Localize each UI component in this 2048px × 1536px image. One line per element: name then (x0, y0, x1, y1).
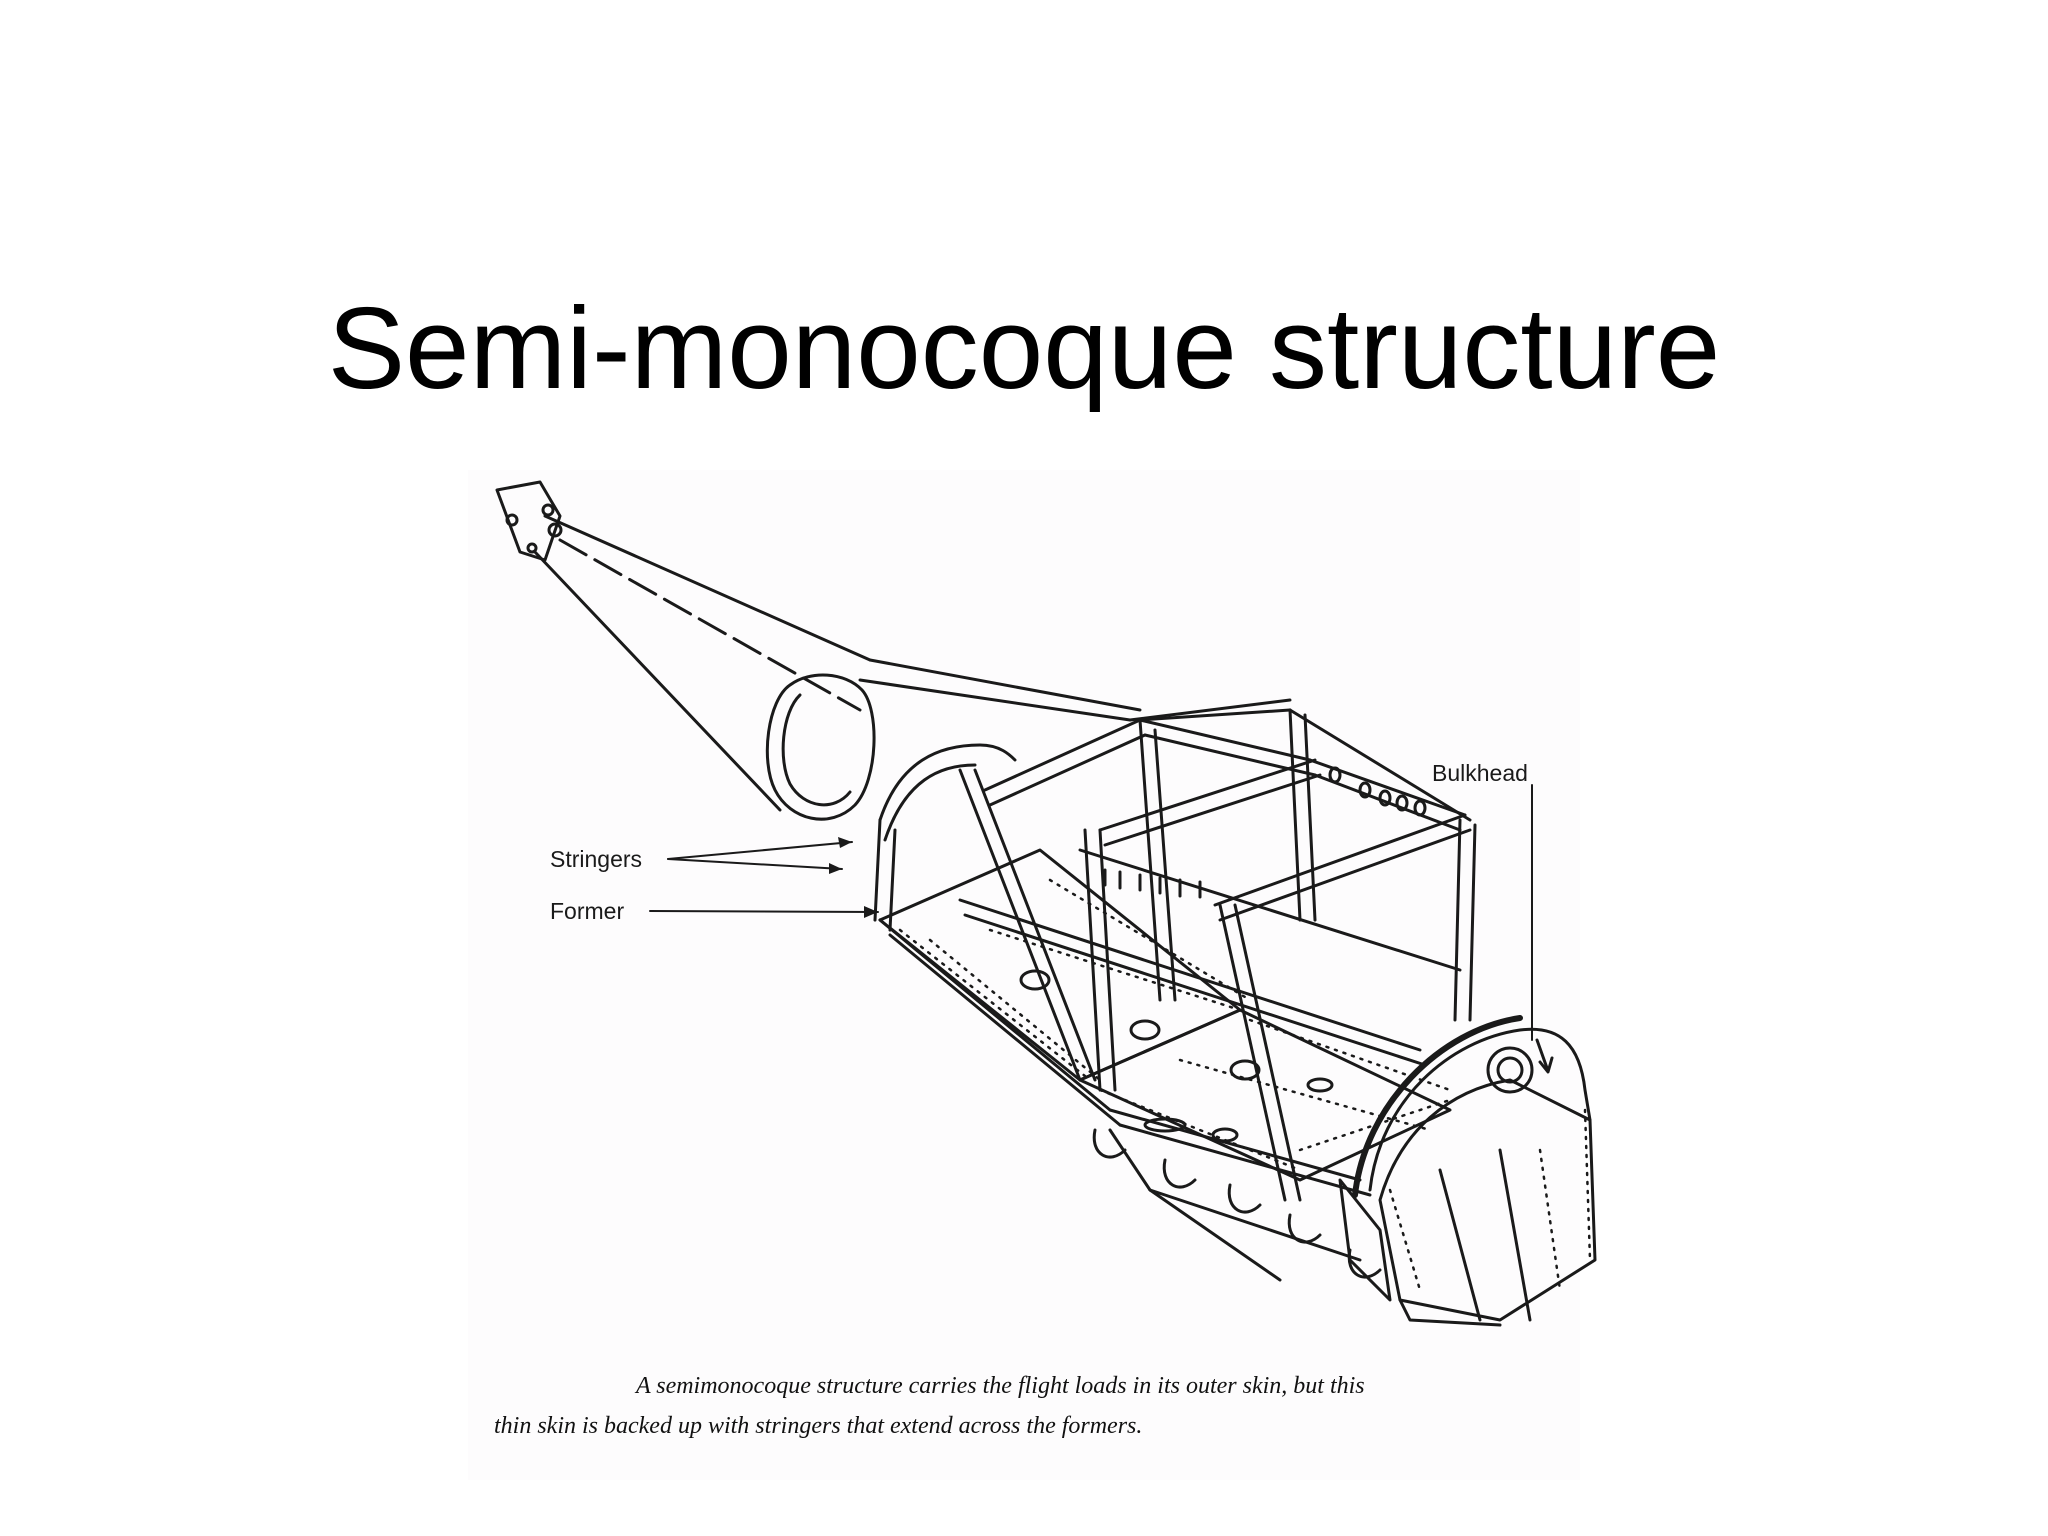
bulkhead (1338, 1015, 1597, 1327)
former-label: Former (550, 898, 625, 924)
slide-title: Semi-monocoque structure (327, 283, 1721, 413)
rivet-lines (898, 878, 1592, 1292)
callout-arrowheads (829, 837, 878, 918)
stringers-label: Stringers (550, 846, 643, 872)
caption-line-2: thin skin is backed up with stringers th… (494, 1413, 1143, 1439)
bulkhead-label: Bulkhead (1432, 760, 1528, 786)
figure-caption: A semimonocoque structure carries the fl… (494, 1366, 1554, 1446)
tail-cone (495, 480, 876, 821)
callout-leaders (649, 784, 1533, 1041)
fuselage-frame (858, 658, 1477, 1282)
caption-line-1: A semimonocoque structure carries the fl… (636, 1373, 1365, 1399)
